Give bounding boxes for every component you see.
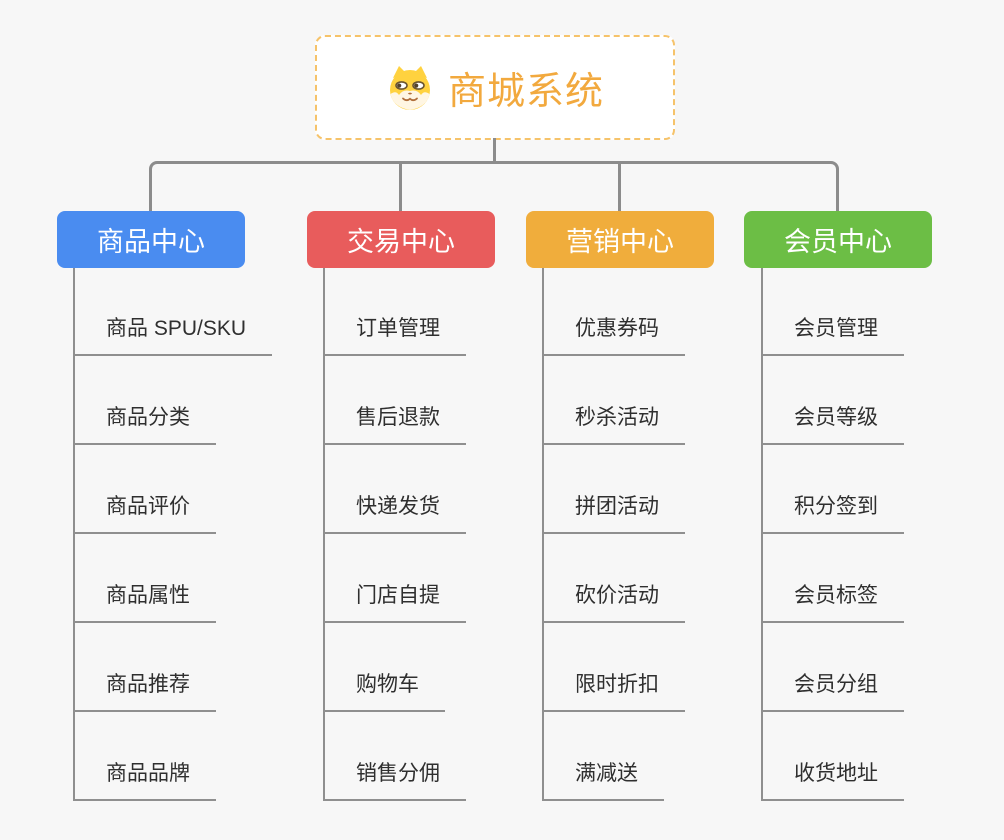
subtopic-node[interactable]: 拼团活动 [542,492,685,534]
branch-node-member-center[interactable]: 会员中心 [744,211,932,268]
subtopic-node[interactable]: 销售分佣 [323,759,466,801]
root-topic-node[interactable]: 商城系统 [315,35,675,140]
dog-face-icon [386,64,434,112]
subtopic-node[interactable]: 快递发货 [323,492,466,534]
subtopic-node[interactable]: 砍价活动 [542,581,685,623]
subtopic-node[interactable]: 商品评价 [73,492,216,534]
branch-column-product-center: 商品 SPU/SKU 商品分类 商品评价 商品属性 商品推荐 商品品牌 [73,268,295,801]
branch-node-marketing-center[interactable]: 营销中心 [526,211,714,268]
subtopic-node[interactable]: 满减送 [542,759,664,801]
branch-column-member-center: 会员管理 会员等级 积分签到 会员标签 会员分组 收货地址 [761,268,983,801]
subtopic-node[interactable]: 收货地址 [761,759,904,801]
branch-node-trade-center[interactable]: 交易中心 [307,211,495,268]
subtopic-node[interactable]: 秒杀活动 [542,403,685,445]
branch-column-trade-center: 订单管理 售后退款 快递发货 门店自提 购物车 销售分佣 [323,268,545,801]
root-title: 商城系统 [447,71,604,113]
subtopic-node[interactable]: 商品分类 [73,403,216,445]
subtopic-node[interactable]: 商品品牌 [73,759,216,801]
subtopic-node[interactable]: 积分签到 [761,492,904,534]
subtopic-node[interactable]: 商品推荐 [73,670,216,712]
subtopic-node[interactable]: 限时折扣 [542,670,685,712]
branch-connector-drop [618,164,621,211]
subtopic-node[interactable]: 门店自提 [323,581,466,623]
subtopic-node[interactable]: 会员标签 [761,581,904,623]
subtopic-node[interactable]: 订单管理 [323,314,466,356]
subtopic-node[interactable]: 会员管理 [761,314,904,356]
branch-connector-drop [399,164,402,211]
branch-node-product-center[interactable]: 商品中心 [57,211,245,268]
branch-column-marketing-center: 优惠券码 秒杀活动 拼团活动 砍价活动 限时折扣 满减送 [542,268,764,801]
subtopic-node[interactable]: 商品 SPU/SKU [73,314,273,356]
root-connector-stem [493,138,496,163]
subtopic-node[interactable]: 商品属性 [73,581,216,623]
subtopic-node[interactable]: 会员等级 [761,403,904,445]
subtopic-node[interactable]: 售后退款 [323,403,466,445]
subtopic-node[interactable]: 优惠券码 [542,314,685,356]
subtopic-node[interactable]: 购物车 [323,670,445,712]
branch-connector-bus [149,161,839,211]
subtopic-node[interactable]: 会员分组 [761,670,904,712]
